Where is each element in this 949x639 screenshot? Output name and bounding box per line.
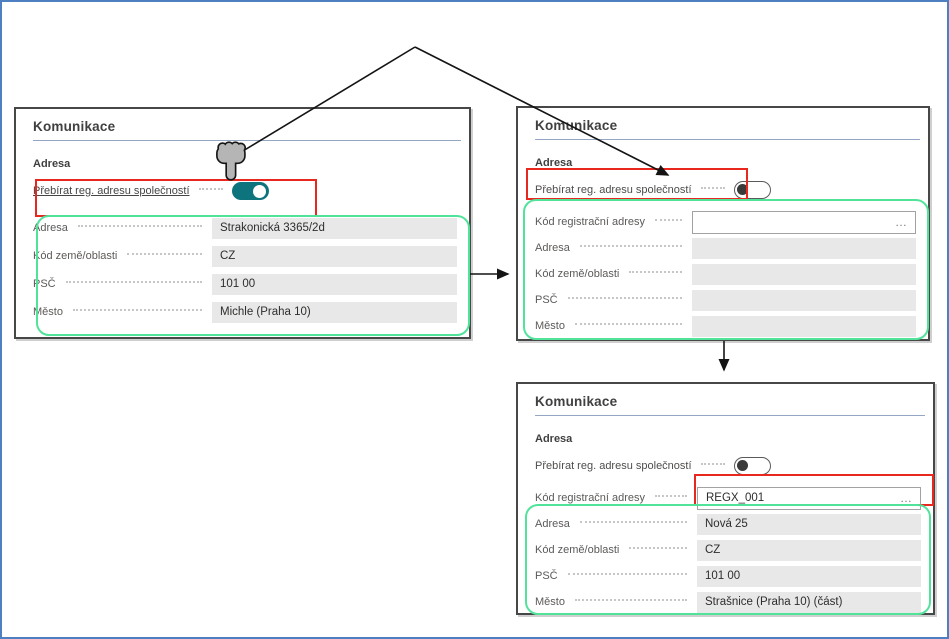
field-label: PSČ	[535, 570, 558, 582]
field-list: Adresa Strakonická 3365/2d Kód země/obla…	[33, 214, 457, 326]
dotted-leader	[198, 188, 223, 190]
fasttab-title[interactable]: Komunikace	[535, 118, 618, 133]
field-row-kod-registracni-adresy: Kód registrační adresy REGX_001 …	[535, 485, 921, 511]
dotted-leader	[655, 219, 682, 221]
field-label: Adresa	[33, 222, 68, 234]
field-value-mesto	[692, 315, 916, 337]
field-label: Město	[535, 320, 565, 332]
field-row-psc: PSČ 101 00	[33, 270, 457, 298]
field-row-adresa: Adresa	[535, 235, 916, 261]
toggle-knob	[253, 184, 267, 198]
field-row-kod-zeme: Kód země/oblasti	[535, 261, 916, 287]
fasttab-title[interactable]: Komunikace	[535, 394, 618, 409]
field-row-adresa: Adresa Nová 25	[535, 511, 921, 537]
dotted-leader	[629, 271, 682, 273]
toggle-prebirat-reg-adresu-off[interactable]	[733, 457, 771, 475]
field-label: Město	[535, 596, 565, 608]
section-label-adresa: Adresa	[535, 433, 573, 445]
dotted-leader	[579, 245, 682, 247]
panel-komunikace-with-reg-code: Komunikace Adresa Přebírat reg. adresu s…	[516, 382, 935, 615]
dotted-leader	[72, 309, 202, 311]
dotted-leader	[574, 599, 687, 601]
field-value-psc	[692, 289, 916, 311]
assist-edit-ellipsis[interactable]: …	[900, 491, 912, 505]
toggle-row: Přebírat reg. adresu společností	[33, 181, 457, 201]
field-row-psc: PSČ 101 00	[535, 563, 921, 589]
field-label: PSČ	[33, 278, 56, 290]
fasttab-divider	[535, 415, 925, 416]
dotted-leader	[655, 495, 687, 497]
field-input-kod-registracni-adresy[interactable]: REGX_001 …	[697, 486, 921, 510]
dotted-leader	[700, 463, 725, 465]
field-label: Kód registrační adresy	[535, 492, 646, 504]
field-row-mesto: Město Michle (Praha 10)	[33, 298, 457, 326]
toggle-label-link[interactable]: Přebírat reg. adresu společností	[33, 185, 190, 197]
field-value-psc: 101 00	[697, 565, 921, 587]
panel-komunikace-initial: Komunikace Adresa Přebírat reg. adresu s…	[14, 107, 471, 339]
toggle-prebirat-reg-adresu-on[interactable]	[231, 182, 269, 200]
field-value-adresa	[692, 237, 916, 259]
dotted-leader	[77, 225, 202, 227]
fasttab-title[interactable]: Komunikace	[33, 119, 116, 134]
section-label-adresa: Adresa	[535, 157, 573, 169]
toggle-row: Přebírat reg. adresu společností	[535, 180, 916, 200]
field-row-psc: PSČ	[535, 287, 916, 313]
field-label: Adresa	[535, 242, 570, 254]
field-row-adresa: Adresa Strakonická 3365/2d	[33, 214, 457, 242]
toggle-label: Přebírat reg. adresu společností	[535, 460, 692, 472]
assist-edit-ellipsis[interactable]: …	[895, 215, 907, 229]
dotted-leader	[629, 547, 687, 549]
toggle-prebirat-reg-adresu-off[interactable]	[733, 181, 771, 199]
field-list: Kód registrační adresy … Adresa Kód země…	[535, 209, 916, 339]
field-row-kod-registracni-adresy: Kód registrační adresy …	[535, 209, 916, 235]
field-label: Adresa	[535, 518, 570, 530]
field-value-mesto: Strašnice (Praha 10) (část)	[697, 591, 921, 613]
dotted-leader	[700, 187, 725, 189]
fasttab-divider	[33, 140, 461, 141]
field-label: Kód registrační adresy	[535, 216, 646, 228]
dotted-leader	[65, 281, 202, 283]
field-value-mesto: Michle (Praha 10)	[212, 301, 457, 323]
field-label: Město	[33, 306, 63, 318]
field-list: Kód registrační adresy REGX_001 … Adresa…	[535, 485, 921, 615]
toggle-row: Přebírat reg. adresu společností	[535, 456, 921, 476]
field-value-psc: 101 00	[212, 273, 457, 295]
dotted-leader	[567, 573, 687, 575]
input-value: REGX_001	[706, 492, 765, 504]
dotted-leader	[567, 297, 682, 299]
field-row-kod-zeme: Kód země/oblasti CZ	[33, 242, 457, 270]
field-label: PSČ	[535, 294, 558, 306]
field-label: Kód země/oblasti	[33, 250, 118, 262]
field-value-adresa: Nová 25	[697, 513, 921, 535]
toggle-knob	[736, 184, 748, 195]
field-value-kod-zeme: CZ	[697, 539, 921, 561]
field-label: Kód země/oblasti	[535, 268, 620, 280]
dotted-leader	[579, 521, 687, 523]
toggle-label: Přebírat reg. adresu společností	[535, 184, 692, 196]
field-label: Kód země/oblasti	[535, 544, 620, 556]
field-value-kod-zeme	[692, 263, 916, 285]
toggle-knob	[736, 460, 748, 471]
section-label-adresa: Adresa	[33, 158, 71, 170]
field-value-adresa: Strakonická 3365/2d	[212, 217, 457, 239]
field-input-kod-registracni-adresy[interactable]: …	[692, 210, 916, 234]
dotted-leader	[574, 323, 682, 325]
panel-komunikace-after-switch-off: Komunikace Adresa Přebírat reg. adresu s…	[516, 106, 930, 341]
field-row-mesto: Město Strašnice (Praha 10) (část)	[535, 589, 921, 615]
field-row-kod-zeme: Kód země/oblasti CZ	[535, 537, 921, 563]
dotted-leader	[127, 253, 202, 255]
fasttab-divider	[535, 139, 920, 140]
field-row-mesto: Město	[535, 313, 916, 339]
field-value-kod-zeme: CZ	[212, 245, 457, 267]
